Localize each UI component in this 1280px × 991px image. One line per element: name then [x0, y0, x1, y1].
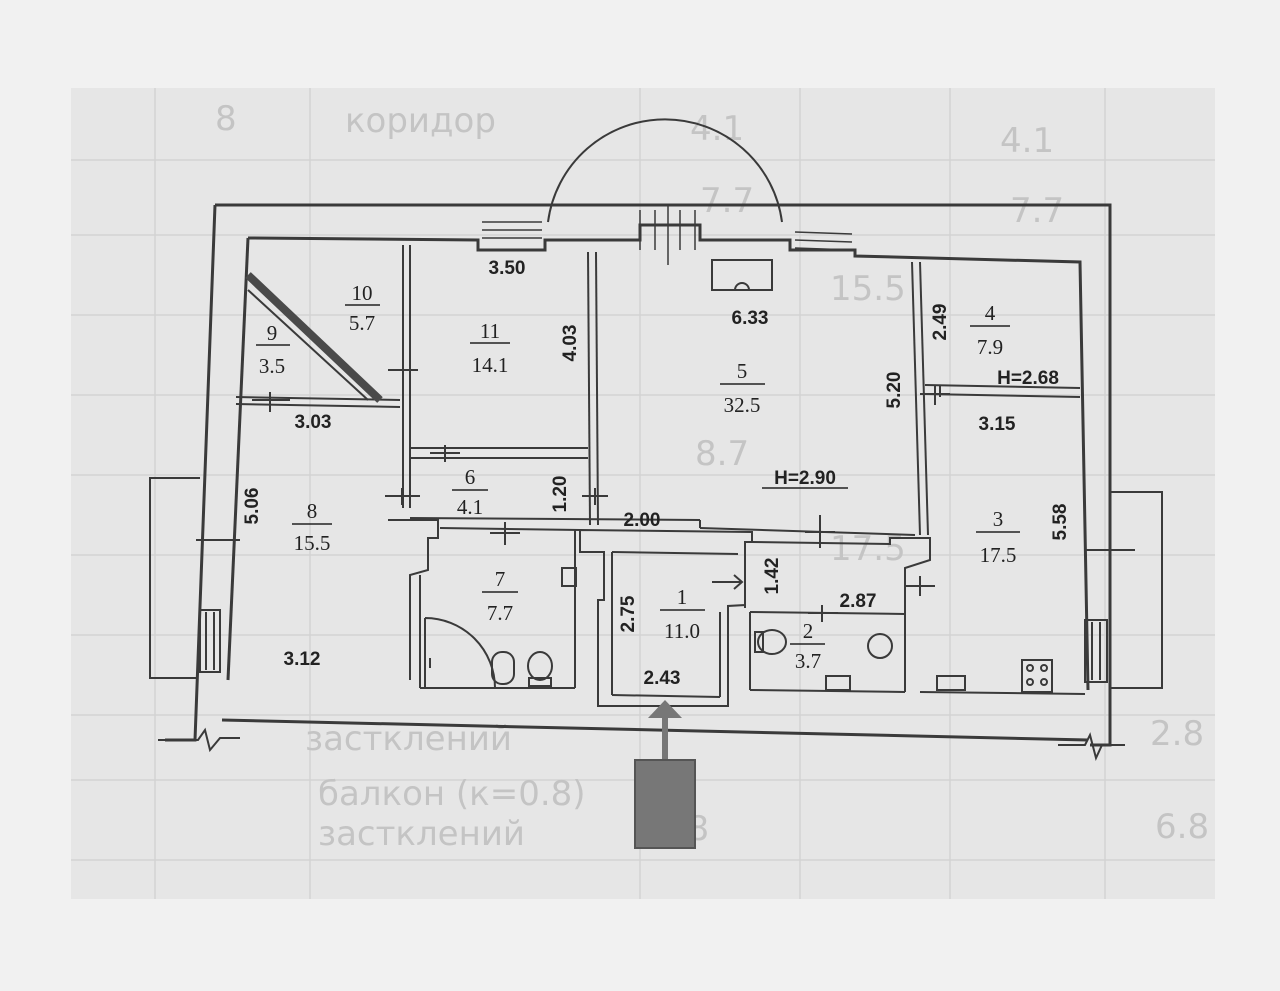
dimension-2-00: 2.00 [624, 510, 661, 531]
room-3-number: 3 [993, 507, 1004, 531]
dimension-4-03: 4.03 [560, 325, 581, 362]
room-8-number: 8 [307, 499, 318, 523]
room-7-area: 7.7 [487, 601, 513, 625]
room-11-number: 11 [480, 319, 500, 343]
right-balcony [1084, 491, 1163, 689]
ghost-cell: 8 [215, 99, 237, 139]
radiator-icon [825, 675, 851, 691]
door-ticks [252, 360, 950, 622]
inner-wall-left [226, 237, 250, 681]
dimension-2-43: 2.43 [644, 668, 681, 689]
ghost-cell: застклений [318, 814, 525, 854]
dimension-2-87: 2.87 [840, 591, 877, 612]
room-6-area: 4.1 [457, 495, 483, 519]
room-labels: 10 5.7 9 3.5 11 14.1 5 32.5 4 7.9 6 4.1 … [256, 281, 1020, 673]
room-9-number: 9 [267, 321, 278, 345]
dimension-2-75: 2.75 [618, 595, 639, 632]
dimension-5-58: 5.58 [1050, 504, 1071, 541]
dimension-3-03: 3.03 [295, 412, 332, 433]
room-8-area: 15.5 [294, 531, 331, 555]
bay-window-arc [547, 118, 783, 223]
dimension-3-50: 3.50 [489, 258, 526, 279]
background-table-text: 8 коридор 4.1 4.1 7.7 7.7 15.5 8.7 17.5 … [215, 99, 1209, 854]
ghost-cell: 2.8 [1150, 714, 1204, 754]
stove-icon [1021, 659, 1053, 693]
inner-wall-outline [247, 223, 1090, 691]
window-top-left [482, 221, 542, 239]
ghost-cell: 17.5 [830, 529, 906, 569]
entrance-arrow-head [648, 700, 682, 718]
dimension-1-20: 1.20 [550, 476, 571, 513]
entrance-marker [634, 759, 696, 849]
window-top-right [794, 231, 853, 251]
dimension-1-42: 1.42 [762, 558, 783, 595]
room-5-area: 32.5 [724, 393, 761, 417]
room-1-area: 11.0 [664, 619, 700, 643]
room-9-area: 3.5 [259, 354, 285, 378]
toilet-bowl-icon [527, 651, 553, 681]
ghost-cell: коридор [345, 101, 496, 141]
bidet-icon [491, 651, 515, 685]
ghost-cell: 15.5 [830, 269, 906, 309]
ghost-cell: 4.1 [1000, 121, 1054, 161]
ghost-cell: 8.7 [695, 434, 749, 474]
ghost-cell: 6.8 [1155, 807, 1209, 847]
ghost-cell: 7.7 [700, 181, 754, 221]
room-10-area: 5.7 [349, 311, 375, 335]
room-2-area: 3.7 [795, 649, 821, 673]
room-7-number: 7 [495, 567, 506, 591]
dimension-5-06: 5.06 [242, 488, 263, 525]
dimension-2-49: 2.49 [930, 304, 951, 341]
dimension-3-15: 3.15 [979, 414, 1016, 435]
room-5-number: 5 [737, 359, 748, 383]
sink-icon [936, 675, 966, 691]
ghost-cell: балкон (к=0.8) [318, 774, 586, 814]
room-3-area: 17.5 [980, 543, 1017, 567]
bathroom-fixtures [491, 567, 1053, 693]
outer-wall-bottom [221, 718, 1089, 742]
room-6-number: 6 [465, 465, 476, 489]
window-top-center [639, 205, 696, 265]
ceiling-height-room-4: H=2.68 [997, 368, 1059, 389]
room-11-area: 14.1 [472, 353, 509, 377]
entry-arrow [712, 574, 746, 608]
ghost-cell: 7.7 [1010, 191, 1064, 231]
heater-box [711, 259, 773, 291]
ceiling-height-main: H=2.90 [774, 468, 836, 489]
water-heater-icon [561, 567, 577, 587]
toilet-icon-wc [757, 629, 787, 655]
room-10-number: 10 [352, 281, 373, 305]
dimension-6-33: 6.33 [732, 308, 769, 329]
break-mark-right [1058, 732, 1125, 761]
room-4-number: 4 [985, 301, 996, 325]
dimension-5-20: 5.20 [884, 372, 905, 409]
room-4-area: 7.9 [977, 335, 1003, 359]
room-1-number: 1 [677, 585, 688, 609]
dimension-labels: 3.50 6.33 4.03 2.49 5.20 3.03 3.15 1.20 … [242, 258, 1071, 689]
diagonal-partition-edge [247, 289, 369, 401]
dimension-3-12: 3.12 [284, 649, 321, 670]
room-2-number: 2 [803, 619, 814, 643]
left-balcony [149, 477, 240, 679]
washbasin-icon [867, 633, 893, 659]
outer-wall-outline [215, 203, 1112, 747]
diagonal-partition [245, 272, 383, 403]
heater-icon [734, 282, 750, 291]
door-swing-bath [424, 617, 496, 689]
break-mark-left [158, 727, 240, 753]
